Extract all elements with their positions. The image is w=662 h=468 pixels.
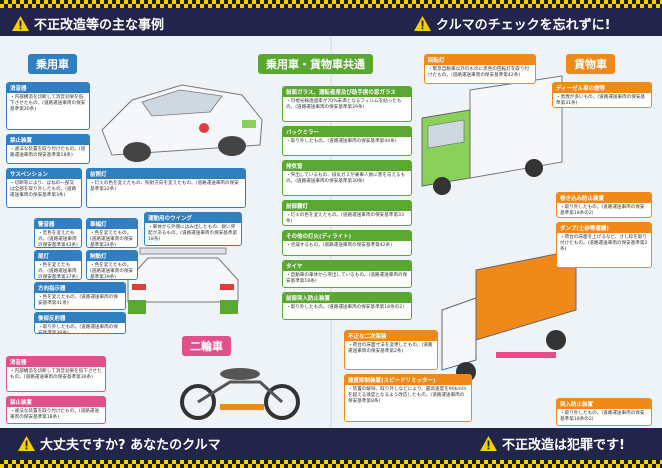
dump-box: ダンプ(土砂等運搬) ・荷台の床面を上げるなど、さし枠を取り付けたもの。(道路運… — [556, 222, 652, 268]
sideguard-box: 巻き込み防止装置 ・取り外したもの。(道路運送車両の保安基準第18条の2) — [556, 192, 652, 218]
exhaust-box: 排気管 ・突出しているもの、排気ガスが乗車人員に害を与えるもの。(道路運送車両の… — [282, 160, 412, 196]
motorcycle-illustration — [180, 368, 300, 420]
loadbed-box: 不正な二次架装 ・荷台の床面寸法を変更したもの。(道路運送車両の保安基準第2条) — [344, 330, 438, 370]
rear-underrun-box: 突入防止装置 ・取り外したもの。(道路運送車両の保安基準第18条の2) — [556, 398, 652, 426]
diesel-box: ディーゼル車の煙等 ・黒煙が多いもの。(道路運送車両の保安基準第31条) — [552, 82, 652, 108]
top-banner: 不正改造等の主な事例 クルマのチェックを忘れずに! — [0, 0, 662, 36]
warning-icon — [12, 16, 29, 31]
warning-icon — [18, 436, 35, 451]
checker-stripe — [0, 460, 662, 468]
warning-icon — [414, 16, 431, 31]
horn-box: 警音器 ・音色を変えたもの。(道路運送車両の保安基準第43条) — [34, 218, 82, 248]
bike-ban-box: 禁止装置 ・違法な装置を取り付けたもの。(道路運送車両の保安基準第18条) — [6, 396, 106, 424]
section-bike-tag: 二輪車 — [182, 336, 231, 356]
wing-box: 運動用のウイング ・車体から外側にはみ出したもの、鋭い突起があるもの。(道路運送… — [144, 212, 242, 246]
bottom-left-heading: 大丈夫ですか? あなたのクルマ — [18, 434, 221, 453]
car-illustration — [101, 84, 263, 162]
speed-limiter-box: 速度抑制装置(スピードリミッター) ・装置の解除、取り外しなどにより、最高速度を… — [344, 374, 472, 422]
car-rear-illustration — [127, 247, 239, 314]
mirror-box: バックミラー ・取り外したもの。(道路運送車両の保安基準第44条) — [282, 126, 412, 156]
section-car-tag: 乗用車 — [28, 54, 77, 74]
glass-box: 前面ガラス、運転者席及び助手席の窓ガラス ・可視光線透過率が70%未満となるフィ… — [282, 86, 412, 122]
tire-box: タイヤ ・自動車の車体から突出しているもの。(道路運送車両の保安基準第18条) — [282, 260, 412, 288]
underrun-box: 前部突入防止装置 ・取り外したもの。(道路運送車両の保安基準第18条の2) — [282, 292, 412, 320]
headlight-box: 前照灯 ・灯火の色を変えたもの、照射方向を変えたもの。(道路運送車両の保安基準第… — [86, 168, 246, 208]
top-left-heading: 不正改造等の主な事例 — [12, 14, 164, 33]
reflector-box: 後部反射器 ・取り外したもの。(道路運送車両の保安基準第38条) — [34, 312, 126, 334]
section-common-tag: 乗用車・貨物車共通 — [258, 54, 373, 74]
fog-lamp-box: 前部霧灯 ・灯火の色を変えたもの。(道路運送車両の保安基準第33条) — [282, 200, 412, 226]
warning-icon — [480, 436, 497, 451]
wheel-box: 禁止装置 ・違法な装置を取り付けたもの。(道路運送車両の保安基準第18条) — [6, 134, 90, 164]
checker-stripe — [0, 0, 662, 8]
bottom-banner: 大丈夫ですか? あなたのクルマ 不正改造は犯罪です! — [0, 428, 662, 468]
beacon-box: 回転灯 ・緊急自動車以外のものに赤色の回転灯を取り付けたもの。(道路運送車両の保… — [424, 54, 536, 84]
width-lamp-box: 車幅灯 ・色を変えたもの。(道路運送車両の保安基準第34条) — [86, 218, 138, 248]
top-right-heading: クルマのチェックを忘れずに! — [414, 14, 611, 33]
muffler-box: 消音器 ・内部構造を切断して消音効果を低下させたもの。(道路運送車両の保安基準第… — [6, 82, 90, 130]
bike-muffler-box: 消音器 ・内部構造を切断して消音効果を低下させたもの。(道路運送車両の保安基準第… — [6, 356, 106, 392]
tail-lamp-box: 尾灯 ・色を変えたもの。(道路運送車両の保安基準第37条) — [34, 250, 82, 280]
truck-illustration — [421, 75, 563, 195]
bottom-right-heading: 不正改造は犯罪です! — [480, 434, 625, 453]
brake-lamp-box: 制動灯 ・色を変えたもの。(道路運送車両の保安基準第39条) — [86, 250, 138, 280]
indicator-box: 方向指示器 ・色を変えたもの。(道路運送車両の保安基準第41条) — [34, 282, 126, 310]
section-truck-tag: 貨物車 — [566, 54, 615, 74]
suspension-box: サスペンション ・切断等により、ばねの一部又は全部を取り外したもの。(道路運送車… — [6, 168, 82, 208]
other-lamp-box: その他の灯火(ディライト) ・点滅するもの。(道路運送車両の保安基準第42条) — [282, 230, 412, 256]
